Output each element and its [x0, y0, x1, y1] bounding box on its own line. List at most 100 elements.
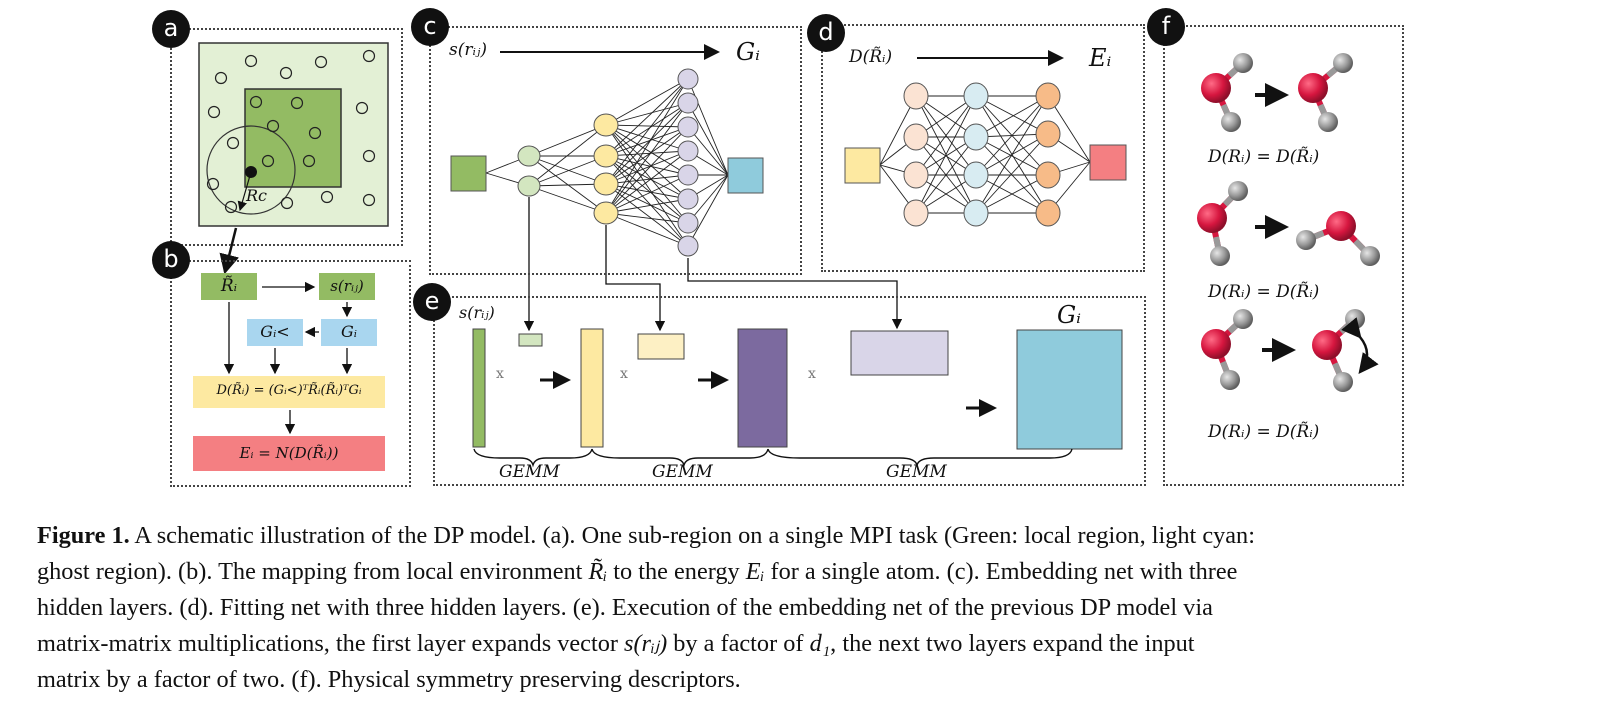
- neuron-node: [963, 161, 989, 189]
- atom-marker: [224, 200, 238, 214]
- panel-a-graphic: [198, 42, 389, 227]
- panel-f: [1163, 25, 1404, 486]
- neuron-node: [963, 123, 989, 151]
- descriptor-equation: D(R̃ᵢ) = (Gᵢ<)ᵀR̃ᵢ(R̃ᵢ)ᵀGᵢ: [216, 383, 362, 398]
- panel-e-graphic: [472, 328, 1123, 468]
- atom-marker: [279, 66, 293, 80]
- caption-symbol-energy: Eᵢ: [745, 558, 765, 585]
- atom-marker: [266, 119, 280, 133]
- atom-marker: [355, 101, 369, 115]
- neuron-node: [963, 82, 989, 110]
- oxygen-atom: [1201, 73, 1231, 103]
- atom-marker: [308, 126, 322, 140]
- neuron-node: [963, 199, 989, 227]
- hydrogen-atom: [1210, 246, 1230, 266]
- neuron-node: [677, 212, 699, 234]
- atom-marker: [362, 149, 376, 163]
- caption-line-2-text-c: for a single atom. (c). Embedding net wi…: [770, 558, 1238, 585]
- panel-d-input-label: D(R̃ᵢ): [849, 47, 893, 67]
- panel-c: [429, 26, 802, 275]
- atom-marker: [362, 193, 376, 207]
- oxygen-atom: [1197, 203, 1227, 233]
- neuron-node: [677, 188, 699, 210]
- atom-marker: [261, 154, 275, 168]
- caption-line-2-text-a: ghost region). (b). The mapping from loc…: [37, 558, 583, 585]
- neuron-node: [593, 201, 619, 225]
- panel-d: [821, 24, 1145, 272]
- caption-line-2: ghost region). (b). The mapping from loc…: [37, 554, 1527, 590]
- atom-marker: [280, 196, 294, 210]
- caption-symbol-d1: d₁: [809, 630, 831, 657]
- caption-line-1: Figure 1. A schematic illustration of th…: [37, 518, 1527, 554]
- symmetry-eq-translation: D(Rᵢ) = D(R̃ᵢ): [1208, 147, 1320, 167]
- panel-b: [170, 260, 411, 487]
- hydrogen-atom: [1221, 112, 1241, 132]
- g-box-label: Gᵢ: [341, 322, 357, 341]
- gemm-label-1: GEMM: [499, 462, 560, 482]
- label-f: f: [1147, 8, 1185, 46]
- panel-b-graphic: [193, 273, 385, 471]
- symmetry-eq-rotation: D(Rᵢ) = D(R̃ᵢ): [1208, 282, 1320, 302]
- caption-line-1-text: A schematic illustration of the DP model…: [134, 522, 1255, 549]
- multiply-symbol-3: x: [808, 366, 816, 382]
- panel-e-input-label: s(rᵢⱼ): [459, 303, 495, 322]
- cutoff-radius-label: Rc: [246, 186, 268, 205]
- caption-symbol-r-tilde: R̃ᵢ: [588, 558, 608, 585]
- oxygen-atom: [1298, 73, 1328, 103]
- panel-c-input-label: s(rᵢⱼ): [449, 40, 488, 60]
- hydrogen-atom: [1360, 246, 1380, 266]
- atom-marker: [206, 177, 220, 191]
- gemm-label-2: GEMM: [652, 462, 713, 482]
- rotation-arrow: [1341, 317, 1379, 374]
- neuron-node: [1035, 120, 1061, 148]
- oxygen-atom: [1312, 330, 1342, 360]
- figure-label: Figure 1.: [37, 522, 130, 549]
- caption-line-3: hidden layers. (d). Fitting net with thr…: [37, 594, 1213, 621]
- panel-c-output-label: Gᵢ: [736, 38, 760, 66]
- g-less-box-label: Gᵢ<: [260, 322, 290, 341]
- atom-marker: [314, 55, 328, 69]
- hydrogen-atom: [1228, 181, 1248, 201]
- multiply-symbol-1: x: [496, 366, 504, 382]
- caption-line-5: matrix by a factor of two. (f). Physical…: [37, 666, 741, 693]
- atom-marker: [362, 49, 376, 63]
- neuron-node: [517, 175, 541, 197]
- atom-marker: [320, 190, 334, 204]
- panel-d-graphic: [844, 50, 1127, 227]
- neuron-node: [677, 140, 699, 162]
- hydrogen-atom: [1333, 372, 1353, 392]
- atom-marker: [244, 54, 258, 68]
- hydrogen-atom: [1296, 230, 1316, 250]
- neuron-node: [593, 144, 619, 168]
- neuron-node: [1035, 161, 1061, 189]
- neuron-node: [1035, 82, 1061, 110]
- neuron-node: [903, 82, 929, 110]
- panel-a: [170, 28, 403, 246]
- atom-marker: [226, 136, 240, 150]
- neuron-node: [903, 161, 929, 189]
- atom-marker: [302, 154, 316, 168]
- gemm-label-3: GEMM: [886, 462, 947, 482]
- atom-marker: [207, 105, 221, 119]
- panel-e-output-label: Gᵢ: [1057, 301, 1081, 329]
- neuron-node: [677, 235, 699, 257]
- hydrogen-atom: [1318, 112, 1338, 132]
- label-e: e: [413, 283, 451, 321]
- panel-c-graphic: [450, 44, 764, 257]
- panel-f-graphic: [1197, 53, 1380, 392]
- neuron-node: [593, 172, 619, 196]
- symmetry-eq-permutation: D(Rᵢ) = D(R̃ᵢ): [1208, 422, 1320, 442]
- hydrogen-atom: [1233, 53, 1253, 73]
- caption-line-2-text-b: to the energy: [613, 558, 740, 585]
- neuron-node: [903, 199, 929, 227]
- label-b: b: [152, 241, 190, 279]
- neuron-node: [1035, 199, 1061, 227]
- caption-line-4: matrix-matrix multiplications, the first…: [37, 626, 1527, 662]
- neuron-node: [677, 68, 699, 90]
- hydrogen-atom: [1333, 53, 1353, 73]
- multiply-symbol-2: x: [620, 366, 628, 382]
- atom-marker: [290, 96, 304, 110]
- connectors-c-to-e: [523, 197, 903, 332]
- energy-equation: Eᵢ = N(D(R̃ᵢ)): [239, 444, 339, 462]
- label-a: a: [152, 10, 190, 48]
